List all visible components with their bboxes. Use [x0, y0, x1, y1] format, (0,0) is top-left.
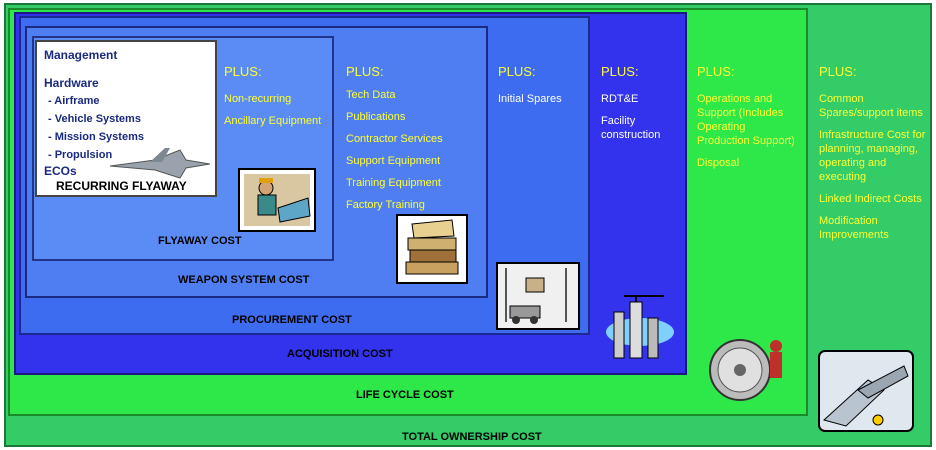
procurement-list: Initial Spares — [498, 92, 584, 114]
life-cycle-cost-caption: LIFE CYCLE COST — [356, 389, 454, 401]
total-ownership-item: Linked Indirect Costs — [819, 193, 922, 205]
recurring-flyaway-caption: RECURRING FLYAWAY — [56, 179, 187, 193]
total-ownership-list: Common Spares/support items Infrastructu… — [819, 92, 931, 250]
hardware-item: - Airframe — [48, 95, 100, 107]
life-cycle-list: Operations and Support (Includes Operati… — [697, 92, 797, 178]
hardware-item: - Mission Systems — [48, 131, 144, 143]
jet-icon — [110, 148, 210, 179]
acquisition-cost-caption: ACQUISITION COST — [287, 348, 393, 360]
acquisition-list: RDT&E Facility construction — [601, 92, 681, 150]
flyaway-plus: PLUS: — [224, 64, 262, 79]
weapon-system-item: Tech Data — [346, 89, 396, 101]
acquisition-item: Facility construction — [601, 115, 661, 141]
flyaway-list: Non-recurring Ancillary Equipment — [224, 92, 324, 136]
life-cycle-item: Operations and Support (Includes Operati… — [697, 93, 795, 147]
books-icon — [396, 214, 468, 284]
acquisition-item: RDT&E — [601, 93, 639, 105]
hardware-item: - Vehicle Systems — [48, 113, 141, 125]
total-ownership-item: Common Spares/support items — [819, 93, 923, 119]
total-ownership-item: Infrastructure Cost for planning, managi… — [819, 129, 926, 183]
aircraft-hangar-icon — [818, 350, 914, 432]
weapon-system-item: Support Equipment — [346, 155, 441, 167]
engine-icon — [709, 339, 782, 401]
weapon-system-item: Training Equipment — [346, 177, 441, 189]
procurement-plus: PLUS: — [498, 64, 536, 79]
total-ownership-item: Modification Improvements — [819, 215, 889, 241]
management-label: Management — [44, 48, 118, 62]
warehouse-icon — [496, 262, 580, 330]
weapon-system-item: Publications — [346, 111, 406, 123]
total-ownership-cost-caption: TOTAL OWNERSHIP COST — [402, 431, 542, 443]
acquisition-plus: PLUS: — [601, 64, 639, 79]
weapon-system-item: Contractor Services — [346, 133, 443, 145]
recurring-flyaway-box — [35, 40, 217, 197]
weapon-system-plus: PLUS: — [346, 64, 384, 79]
ecos-label: ECOs — [44, 164, 77, 178]
life-cycle-plus: PLUS: — [697, 64, 735, 79]
total-ownership-plus: PLUS: — [819, 64, 857, 79]
hardware-item: - Propulsion — [48, 149, 113, 161]
procurement-cost-caption: PROCUREMENT COST — [232, 314, 352, 326]
flyaway-cost-caption: FLYAWAY COST — [158, 235, 242, 247]
weapon-system-list: Tech Data Publications Contractor Servic… — [346, 88, 476, 220]
construction-icon — [606, 295, 674, 359]
weapon-system-cost-caption: WEAPON SYSTEM COST — [178, 274, 310, 286]
hardware-list: - Airframe - Vehicle Systems - Mission S… — [48, 92, 144, 164]
procurement-item: Initial Spares — [498, 93, 562, 105]
worker-icon — [238, 168, 316, 232]
flyaway-item: Non-recurring — [224, 93, 292, 105]
flyaway-item: Ancillary Equipment — [224, 115, 322, 127]
hardware-label: Hardware — [44, 76, 99, 90]
life-cycle-item: Disposal — [697, 157, 740, 169]
weapon-system-item: Factory Training — [346, 199, 425, 211]
